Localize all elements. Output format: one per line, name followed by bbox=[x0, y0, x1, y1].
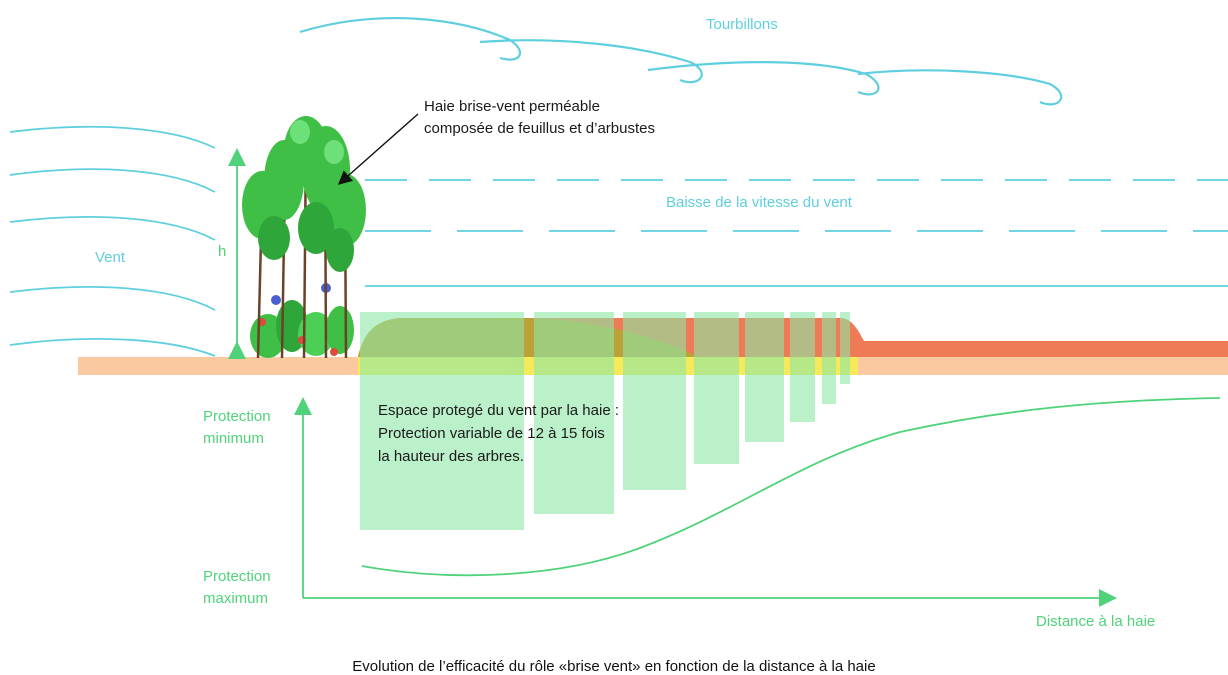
reduced-wind-dashes bbox=[365, 179, 1228, 287]
protection-columns bbox=[360, 312, 850, 530]
protection-min-line2: minimum bbox=[203, 430, 264, 447]
protection-axes bbox=[294, 397, 1117, 607]
hedge-label-line2: composée de feuillus et d’arbustes bbox=[424, 120, 655, 137]
incoming-wind bbox=[9, 125, 216, 357]
protection-min-line1: Protection bbox=[203, 408, 271, 425]
distance-label: Distance à la haie bbox=[1036, 613, 1156, 630]
baisse-label: Baisse de la vitesse du vent bbox=[666, 194, 852, 211]
protection-max-line2: maximum bbox=[203, 590, 269, 607]
eddies bbox=[299, 17, 1063, 106]
espace-line2: Protection variable de 12 à 15 fois bbox=[378, 425, 605, 442]
hedge-pointer-arrow bbox=[337, 113, 419, 185]
protection-max-line1: Protection bbox=[203, 568, 271, 585]
tourbillons-label: Tourbillons bbox=[706, 16, 778, 33]
hedge-trees bbox=[242, 116, 366, 359]
hedge-label-line1: Haie brise-vent perméable bbox=[424, 98, 600, 115]
vent-label: Vent bbox=[95, 249, 126, 266]
height-label: h bbox=[218, 243, 227, 260]
caption: Evolution de l’efficacité du rôle «brise… bbox=[352, 658, 876, 675]
espace-line1: Espace protegé du vent par la haie : bbox=[378, 402, 619, 419]
espace-line3: la hauteur des arbres. bbox=[378, 448, 524, 465]
undergrowth bbox=[250, 283, 354, 358]
protection-curve bbox=[361, 397, 1221, 577]
